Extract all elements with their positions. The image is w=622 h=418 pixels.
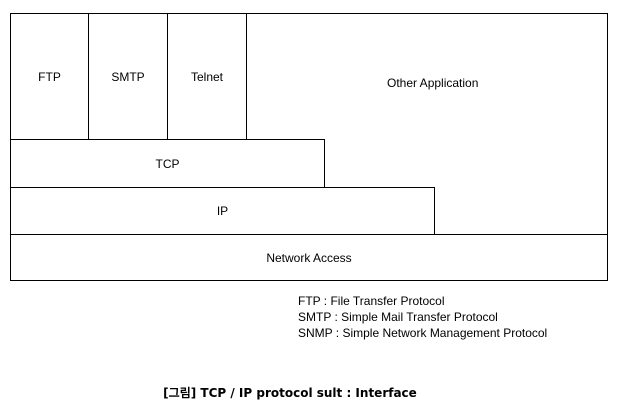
ip-label: IP <box>216 204 229 218</box>
tcp-label: TCP <box>155 156 180 171</box>
network-access-box: Network Access <box>10 234 608 281</box>
telnet-box: Telnet <box>167 13 247 140</box>
smtp-box: SMTP <box>88 13 168 140</box>
network-access-label: Network Access <box>266 250 352 265</box>
ftp-box: FTP <box>10 13 89 140</box>
figure-caption: [그림] TCP / IP protocol sult : Interface <box>163 386 417 400</box>
legend-item-ftp: FTP : File Transfer Protocol <box>298 294 445 308</box>
ftp-label: FTP <box>38 69 61 84</box>
legend-item-smtp: SMTP : Simple Mail Transfer Protocol <box>298 310 498 324</box>
legend: FTP : File Transfer Protocol SMTP : Simp… <box>298 293 547 341</box>
other-application-label: Other Application <box>387 76 479 90</box>
tcp-box: TCP <box>10 139 325 188</box>
smtp-label: SMTP <box>111 69 145 84</box>
ip-box: IP <box>10 187 435 235</box>
telnet-label: Telnet <box>190 69 224 84</box>
legend-item-snmp: SNMP : Simple Network Management Protoco… <box>298 326 548 340</box>
